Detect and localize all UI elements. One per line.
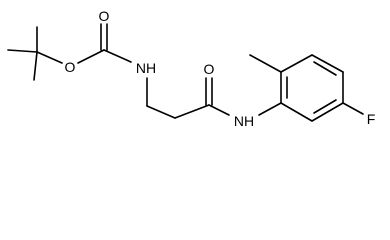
bond-ch2-to-amide-carbon (174, 104, 210, 119)
ring-bond-c3-c4 (311, 54, 344, 73)
bond-carbonyl-to-nh (103, 49, 132, 63)
bond-ring-methyl (249, 54, 282, 73)
fluorine-label: F (365, 111, 377, 127)
bond-tbu-to-ester-oxygen (36, 51, 63, 64)
carbamate-carbonyl-oxygen-label: O (97, 8, 111, 24)
ester-oxygen-label: O (63, 59, 77, 75)
bond-ch2-to-ch2 (146, 105, 176, 119)
amide-carbonyl-oxygen-label: O (202, 61, 216, 77)
bond-layer (7, 23, 364, 122)
ring-bond-c5-c6 (311, 102, 344, 122)
bond-ring-fluorine (342, 102, 364, 115)
ring-bond-c6-c1 (280, 102, 313, 122)
carbamate-nitrogen-label: NH (134, 60, 158, 76)
bond-nh-to-ring (258, 102, 282, 116)
bond-tbu-methyl-left (7, 49, 38, 53)
bond-amide-carbon-to-nh (208, 104, 230, 116)
amide-nitrogen-label: NH (232, 113, 256, 129)
ring-bond-c2-c3 (280, 54, 313, 73)
bond-ester-oxygen-to-carbonyl (77, 49, 105, 64)
ring-inner-double-2 (313, 61, 337, 76)
ring-inner-double-3 (313, 99, 337, 114)
bond-tbu-methyl-bottom (33, 51, 38, 81)
structure-diagram: O O NH O NH F (7, 8, 377, 129)
